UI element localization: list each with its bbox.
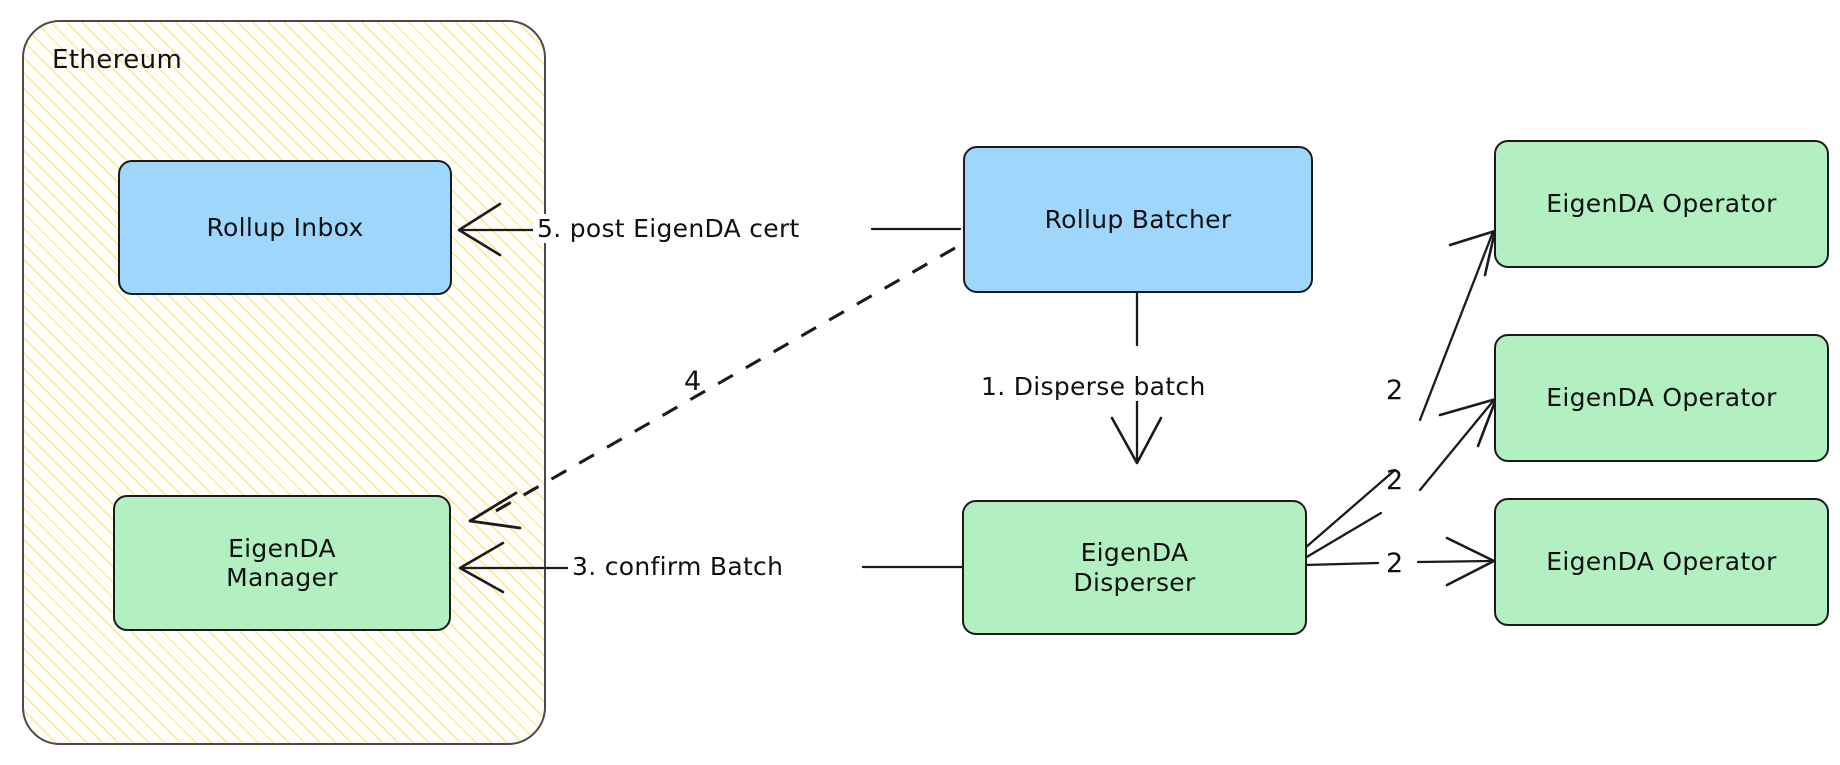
node-rollup-inbox-label: Rollup Inbox [206,212,364,242]
node-eigenda-operator-3-label: EigenDA Operator [1546,547,1777,577]
edge-label-store-operator-1: 2 [1386,375,1404,406]
node-eigenda-manager-label: EigenDA Manager [226,533,338,593]
edge-label-store-operator-3: 2 [1386,548,1404,579]
edge-disperse-batch [1110,291,1163,465]
edge-label-store-operator-2: 2 [1386,465,1404,496]
node-rollup-batcher[interactable]: Rollup Batcher [963,146,1313,293]
node-eigenda-operator-2[interactable]: EigenDA Operator [1494,334,1829,462]
edge-label-post-eigenda-cert: 5. post EigenDA cert [533,214,804,243]
node-eigenda-operator-1[interactable]: EigenDA Operator [1494,140,1829,268]
edge-retrieve-dashed [468,246,956,530]
edge-label-disperse-batch: 1. Disperse batch [977,372,1210,401]
edge-confirm-batch [458,541,974,594]
node-eigenda-disperser[interactable]: EigenDA Disperser [962,500,1307,635]
node-eigenda-operator-1-label: EigenDA Operator [1546,189,1777,219]
edge-label-confirm-batch: 3. confirm Batch [568,552,788,581]
node-eigenda-operator-3[interactable]: EigenDA Operator [1494,498,1829,626]
edge-label-retrieve: 4 [684,366,702,397]
cluster-ethereum-label: Ethereum [52,45,183,75]
cluster-ethereum [22,20,546,745]
node-rollup-inbox[interactable]: Rollup Inbox [118,160,452,295]
node-rollup-batcher-label: Rollup Batcher [1044,204,1232,234]
edge-post-eigenda-cert [457,202,962,257]
node-eigenda-manager[interactable]: EigenDA Manager [113,495,451,631]
node-eigenda-operator-2-label: EigenDA Operator [1546,383,1777,413]
node-eigenda-disperser-label: EigenDA Disperser [1073,538,1196,597]
